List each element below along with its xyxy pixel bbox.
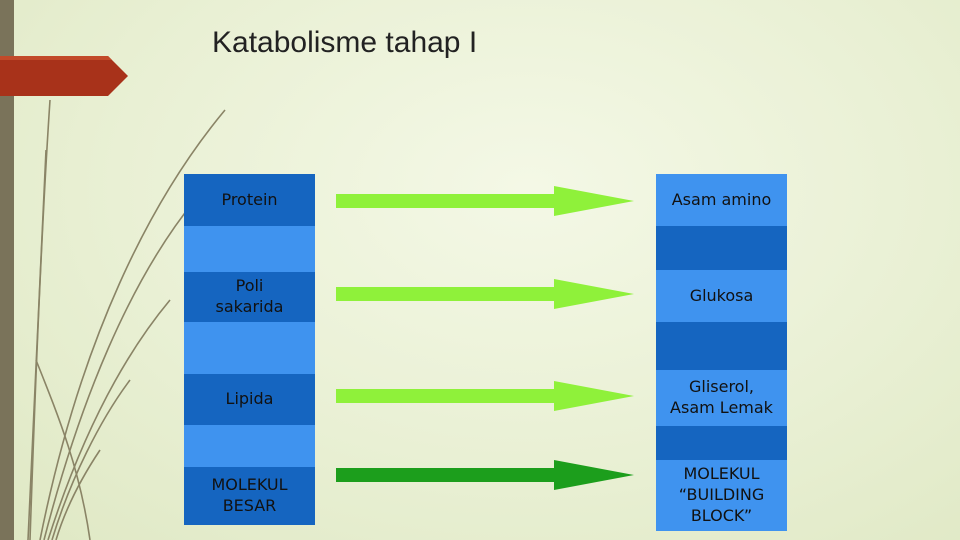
right-gap-2 <box>656 322 787 370</box>
arrow-protein <box>336 186 636 216</box>
left-label-molekul-besar: MOLEKUL BESAR <box>184 467 315 525</box>
right-label-building-block: MOLEKUL “BUILDING BLOCK” <box>656 460 787 531</box>
left-label-protein: Protein <box>184 174 315 226</box>
slide-title: Katabolisme tahap I <box>212 26 477 60</box>
left-gap-2 <box>184 322 315 374</box>
left-gap-1 <box>184 226 315 272</box>
right-gap-1 <box>656 226 787 270</box>
right-label-glukosa: Glukosa <box>656 270 787 322</box>
right-label-gliserol-asam-lemak: Gliserol, Asam Lemak <box>656 370 787 426</box>
left-gap-3 <box>184 425 315 467</box>
left-label-lipida: Lipida <box>184 374 315 425</box>
left-label-polisakarida: Poli sakarida <box>184 272 315 322</box>
arrow-lipida <box>336 381 636 411</box>
arrow-molekul-besar <box>336 460 636 490</box>
arrow-polisakarida <box>336 279 636 309</box>
right-label-asam-amino: Asam amino <box>656 174 787 226</box>
right-gap-3 <box>656 426 787 460</box>
